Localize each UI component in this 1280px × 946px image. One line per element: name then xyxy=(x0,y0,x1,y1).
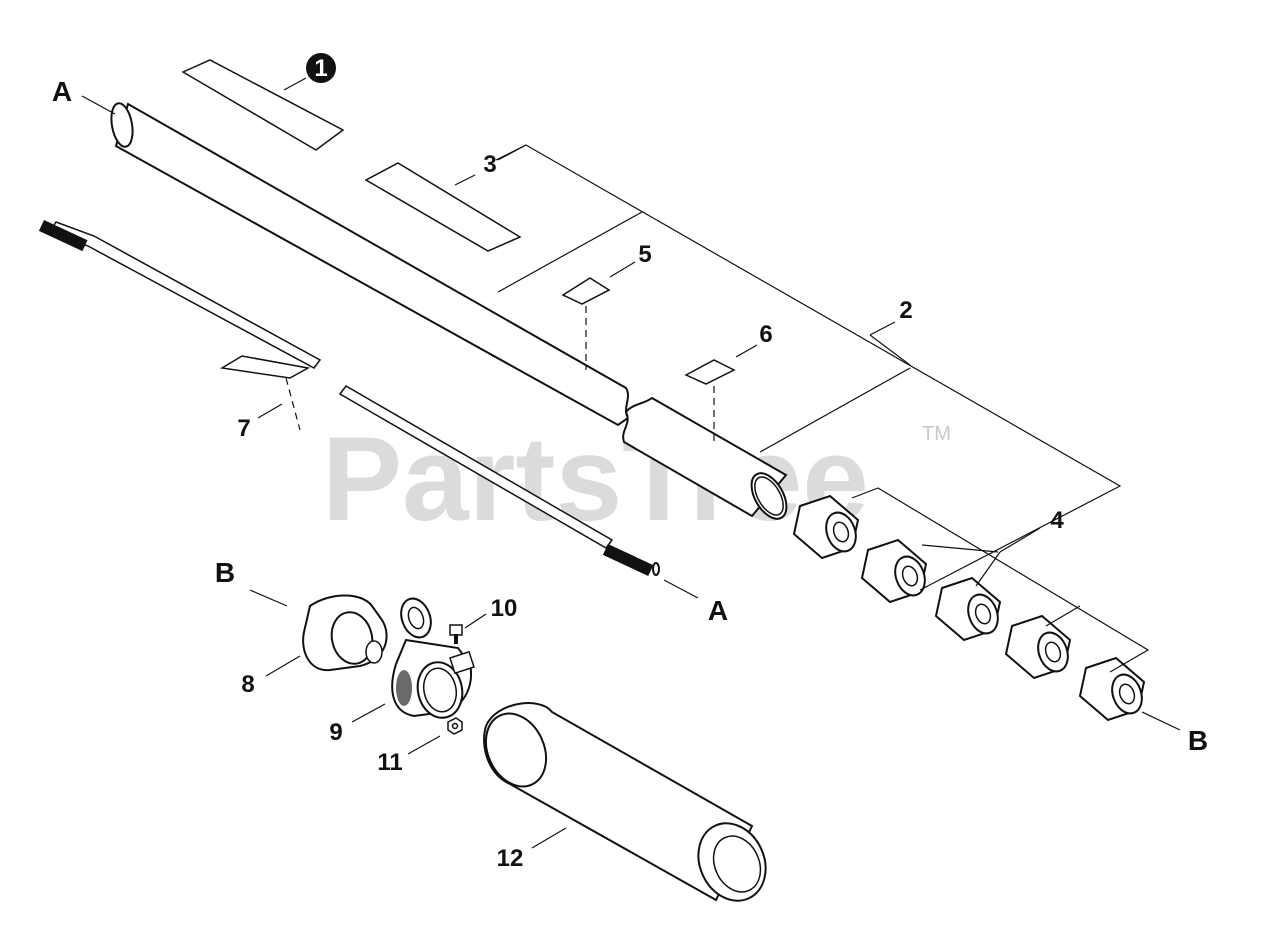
callout-10: 10 xyxy=(491,595,518,622)
callout-4: 4 xyxy=(1050,507,1064,534)
callout-5: 5 xyxy=(638,241,651,268)
decal-6 xyxy=(684,359,736,385)
callout-6: 6 xyxy=(759,321,772,348)
connector-a-top: A xyxy=(52,76,72,107)
connector-b-left: B xyxy=(215,557,235,588)
callout-1-label: 1 xyxy=(314,55,327,82)
hanger-clamp xyxy=(391,597,475,719)
connector-b-right: B xyxy=(1188,725,1208,756)
leader-lines xyxy=(257,77,1150,849)
bushing-1 xyxy=(792,494,860,560)
alignment-dashes xyxy=(285,306,715,444)
collar xyxy=(302,594,388,672)
connector-tick-b-right xyxy=(1141,711,1181,731)
callout-3: 3 xyxy=(483,151,496,178)
handle-grip xyxy=(483,702,767,902)
decal-5 xyxy=(561,277,611,305)
decal-1 xyxy=(181,59,345,151)
decal-7 xyxy=(219,355,311,379)
callout-8: 8 xyxy=(241,671,254,698)
bushing-3 xyxy=(934,576,1002,642)
decal-3 xyxy=(364,162,522,252)
bushing-4 xyxy=(1004,614,1072,680)
callout-11: 11 xyxy=(377,749,402,776)
connector-tick-a-bottom xyxy=(663,579,699,599)
callout-1: 1 xyxy=(306,53,336,83)
bushing-2 xyxy=(860,538,928,604)
nut xyxy=(447,717,463,735)
connector-tick-b-left xyxy=(249,589,288,607)
drive-shaft xyxy=(38,220,660,577)
shaft-tube xyxy=(110,102,788,520)
callout-12: 12 xyxy=(497,845,524,872)
watermark-text: PartsTree xyxy=(322,412,869,546)
screw xyxy=(449,624,463,644)
callout-9: 9 xyxy=(329,719,342,746)
connector-tick-a-top xyxy=(81,95,116,115)
callout-7: 7 xyxy=(237,415,250,442)
bushing-5 xyxy=(1078,656,1146,722)
connector-a-bottom: A xyxy=(708,595,728,626)
callout-2: 2 xyxy=(899,297,912,324)
watermark-trademark: TM xyxy=(922,423,951,445)
